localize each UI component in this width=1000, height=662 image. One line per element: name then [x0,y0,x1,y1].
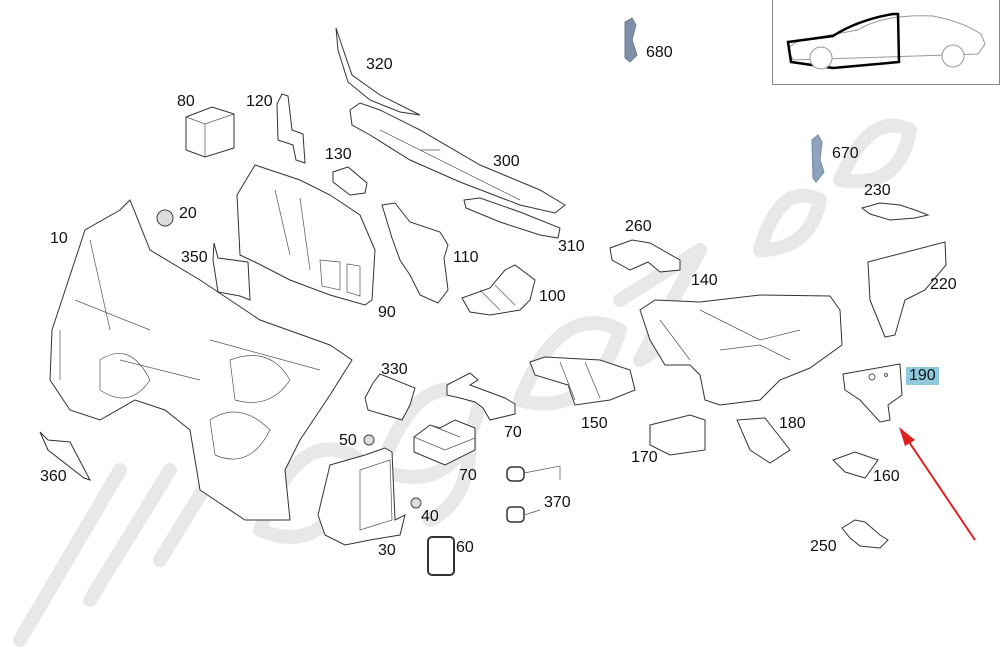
selection-arrow [899,427,976,541]
part-370-shape [506,465,561,523]
part-50-shape [363,434,375,446]
part-130-shape [332,166,368,196]
part-20-shape [156,209,174,227]
callout-300[interactable]: 300 [493,153,520,170]
part-350-shape [212,242,251,301]
part-320-shape [335,27,421,116]
callout-120[interactable]: 120 [246,93,273,110]
part-120-shape [276,93,306,164]
callout-320[interactable]: 320 [366,56,393,73]
part-360-shape [39,431,92,481]
part-40-shape [410,497,422,509]
callout-70-upper[interactable]: 70 [504,424,522,441]
car-side-icon [786,12,986,70]
part-190-shape [842,363,903,423]
callout-360[interactable]: 360 [40,468,67,485]
callout-350[interactable]: 350 [181,249,208,266]
callout-30[interactable]: 30 [378,542,396,559]
callout-330[interactable]: 330 [381,361,408,378]
part-140-shape [639,294,843,406]
part-170-shape [649,414,706,456]
callout-370[interactable]: 370 [544,494,571,511]
part-180-shape [736,417,791,464]
part-80-shape [185,106,235,158]
callout-40[interactable]: 40 [421,508,439,525]
vehicle-thumbnail[interactable] [772,0,1000,85]
callout-250[interactable]: 250 [810,538,837,555]
part-250-shape [841,519,889,549]
part-310-shape [463,197,561,239]
callout-680[interactable]: 680 [646,44,673,61]
part-100-shape [461,264,536,316]
part-330-shape [364,373,416,421]
callout-130[interactable]: 130 [325,146,352,163]
part-680-shape [624,17,638,63]
callout-170[interactable]: 170 [631,449,658,466]
callout-310[interactable]: 310 [558,238,585,255]
callout-190-highlighted[interactable]: 190 [906,367,939,385]
callout-80[interactable]: 80 [177,93,195,110]
part-70a-shape [446,372,516,421]
part-260-shape [609,239,681,273]
callout-90[interactable]: 90 [378,304,396,321]
callout-230[interactable]: 230 [864,182,891,199]
part-110-shape [381,202,449,304]
callout-160[interactable]: 160 [873,468,900,485]
part-60-shape [427,536,455,576]
callout-110[interactable]: 110 [453,249,479,266]
part-230-shape [860,202,930,221]
callout-50[interactable]: 50 [339,432,357,449]
callout-220[interactable]: 220 [930,276,957,293]
callout-70-lower[interactable]: 70 [459,467,477,484]
part-220-shape [867,241,947,338]
part-160-shape [832,451,879,479]
callout-140[interactable]: 140 [691,272,718,289]
callout-10[interactable]: 10 [50,230,68,247]
callout-670[interactable]: 670 [832,145,859,162]
part-10-shape [49,199,353,521]
callout-150[interactable]: 150 [581,415,608,432]
callout-100[interactable]: 100 [539,288,566,305]
part-150-shape [529,356,636,406]
part-670-shape [811,134,825,183]
part-30-shape [317,447,406,546]
part-90-shape [236,164,376,306]
callout-20[interactable]: 20 [179,205,197,222]
part-300-shape [349,102,566,214]
callout-260[interactable]: 260 [625,218,652,235]
callout-180[interactable]: 180 [779,415,806,432]
callout-60[interactable]: 60 [456,539,474,556]
part-70b-shape [413,419,476,466]
